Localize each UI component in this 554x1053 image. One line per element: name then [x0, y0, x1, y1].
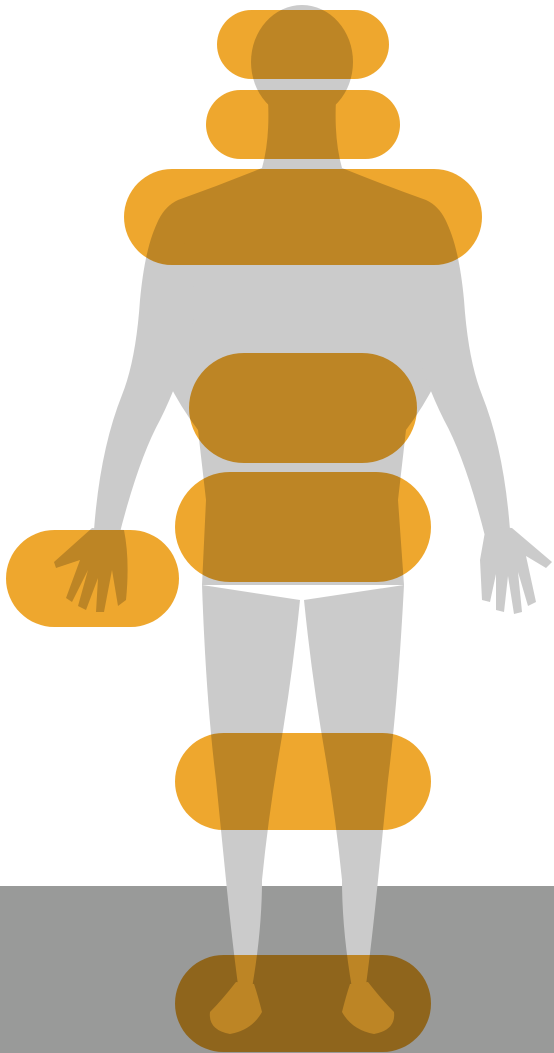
zone-upper-abdomen — [189, 353, 417, 463]
zone-right-hand — [6, 530, 179, 627]
zone-lower-abdomen-pelvis — [175, 472, 431, 582]
zone-shoulders — [124, 169, 482, 265]
zone-head — [217, 10, 389, 79]
zone-neck — [206, 90, 400, 159]
zone-feet — [175, 955, 431, 1052]
zone-knees — [175, 733, 431, 830]
